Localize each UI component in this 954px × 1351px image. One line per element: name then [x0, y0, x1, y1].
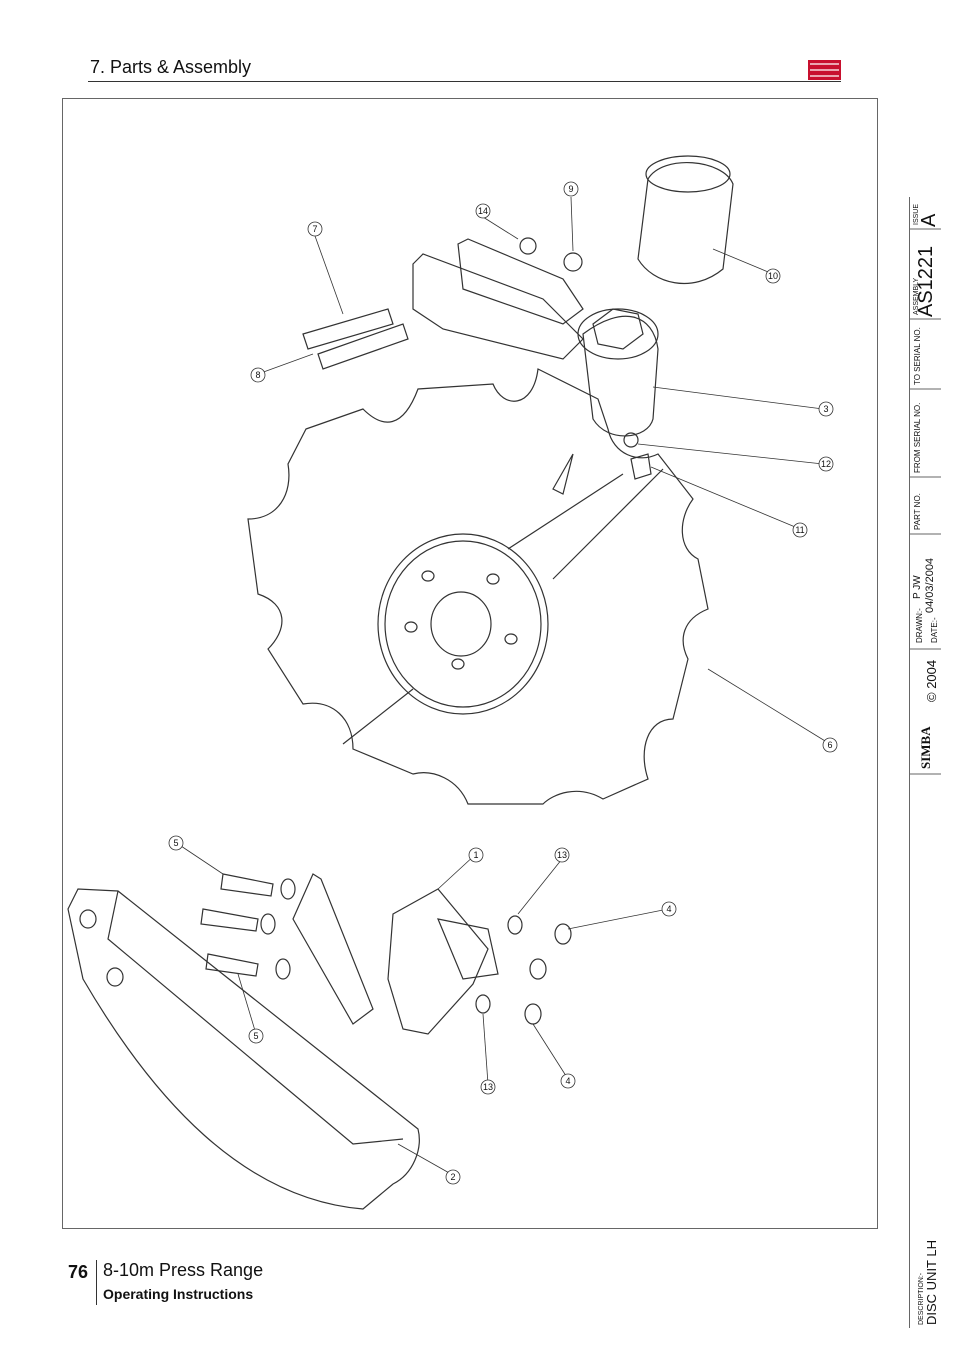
svg-text:5: 5: [173, 838, 178, 848]
svg-text:8: 8: [255, 370, 260, 380]
simba-brand-logo: SIMBA: [918, 726, 933, 769]
disc-blade: [247, 368, 709, 805]
callout-9: 9: [563, 181, 579, 197]
title-block: ISSUE A ASSEMBLY AS1221 TO SERIAL NO. FR…: [909, 197, 941, 1328]
callout-8: 8: [250, 367, 266, 383]
footer-divider: [96, 1260, 97, 1305]
from-serial-label: FROM SERIAL NO.: [913, 402, 922, 473]
hub-tube: [637, 161, 734, 284]
simba-logo-icon: [808, 60, 841, 80]
exploded-assembly-drawing: 14 9 7 10 8 3 12 11 6 5 1 13 4 5 13 4 2: [67, 155, 838, 1210]
svg-text:7: 7: [312, 224, 317, 234]
callout-5a: 5: [168, 835, 184, 851]
bolt-5b: [200, 908, 259, 932]
hub-housing: [582, 315, 659, 437]
drawn-label: DRAWN:-: [915, 608, 924, 643]
svg-text:14: 14: [478, 206, 488, 216]
bracket-arm: [412, 253, 584, 360]
bolt-5c: [205, 953, 259, 977]
callout-13b: 13: [480, 1079, 496, 1095]
callout-13a: 13: [554, 847, 570, 863]
callout-1: 1: [468, 847, 484, 863]
svg-text:13: 13: [557, 850, 567, 860]
date-value: 04/03/2004: [924, 557, 936, 613]
callout-11: 11: [792, 522, 808, 538]
svg-text:4: 4: [565, 1076, 570, 1086]
bolt-5a: [220, 873, 274, 897]
assembly-number: AS1221: [915, 245, 937, 317]
document-type: Operating Instructions: [103, 1286, 254, 1302]
title-block-grid: [910, 228, 941, 775]
drawing-frame: 14 9 7 10 8 3 12 11 6 5 1 13 4 5 13 4 2: [62, 98, 941, 1328]
copyright: © 2004: [924, 659, 939, 702]
bolt-7: [302, 308, 394, 350]
disc-hub-outer: [377, 533, 549, 715]
drawn-value: P JW: [912, 575, 923, 599]
clamp-plate: [292, 873, 374, 1025]
callout-7: 7: [307, 221, 323, 237]
page-number: 76: [68, 1262, 89, 1282]
callout-14: 14: [475, 203, 491, 219]
product-title: 8-10m Press Range: [103, 1260, 264, 1280]
callout-10: 10: [765, 268, 781, 284]
to-serial-label: TO SERIAL NO.: [913, 327, 922, 385]
section-title: 7. Parts & Assembly: [90, 57, 252, 77]
svg-text:11: 11: [795, 525, 804, 535]
callout-12: 12: [818, 456, 834, 472]
issue-value: A: [918, 213, 940, 227]
svg-text:10: 10: [768, 271, 778, 281]
grease-nipple-11: [630, 453, 652, 480]
disc-hub-bore: [430, 591, 492, 657]
svg-text:13: 13: [483, 1082, 493, 1092]
svg-text:2: 2: [450, 1172, 455, 1182]
svg-text:3: 3: [823, 404, 828, 414]
callout-4a: 4: [661, 901, 677, 917]
date-label: DATE:-: [930, 617, 939, 643]
callout-5b: 5: [248, 1028, 264, 1044]
mount-plate-1: [387, 888, 489, 1035]
svg-text:12: 12: [821, 459, 831, 469]
nut-14: [519, 237, 537, 255]
callout-2: 2: [445, 1169, 461, 1185]
svg-text:6: 6: [827, 740, 832, 750]
disc-hub-inner: [384, 540, 542, 708]
svg-text:4: 4: [666, 904, 671, 914]
header-rule: [88, 81, 841, 82]
hub-nut: [592, 308, 644, 350]
callout-3: 3: [818, 401, 834, 417]
washer-12: [623, 432, 639, 448]
svg-text:1: 1: [473, 850, 478, 860]
callout-4b: 4: [560, 1073, 576, 1089]
description-value: DISC UNIT LH: [924, 1240, 939, 1325]
svg-text:9: 9: [568, 184, 573, 194]
nut-9: [563, 252, 583, 272]
part-no-label: PART NO.: [913, 493, 922, 530]
svg-text:5: 5: [253, 1031, 258, 1041]
bolt-8: [317, 323, 409, 370]
callout-6: 6: [822, 737, 838, 753]
mounting-leg: [67, 888, 420, 1210]
